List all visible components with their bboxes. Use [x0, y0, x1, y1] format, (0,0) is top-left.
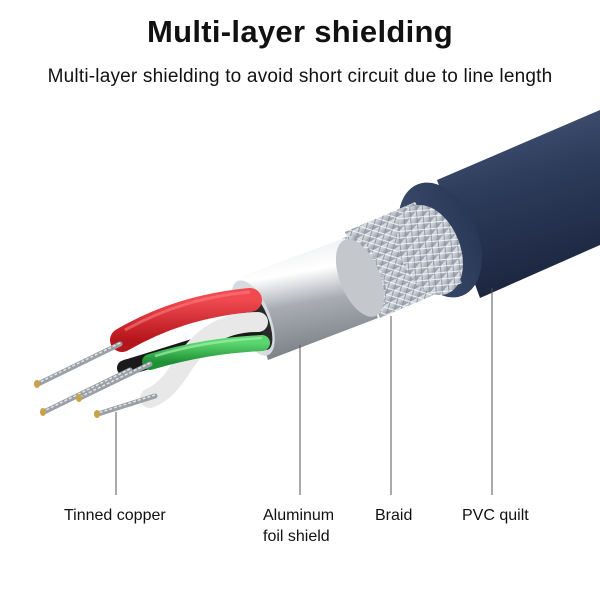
label-braid: Braid	[375, 505, 412, 526]
inner-wires	[122, 292, 262, 398]
label-aluminum-foil-line1: Aluminum	[263, 505, 334, 526]
label-aluminum-foil-line2: foil shield	[263, 526, 334, 547]
label-aluminum-foil-shield: Aluminum foil shield	[263, 505, 334, 547]
tinned-copper-conductors	[34, 343, 155, 418]
label-pvc-quilt: PVC quilt	[462, 505, 529, 526]
label-tinned-copper: Tinned copper	[64, 505, 166, 526]
